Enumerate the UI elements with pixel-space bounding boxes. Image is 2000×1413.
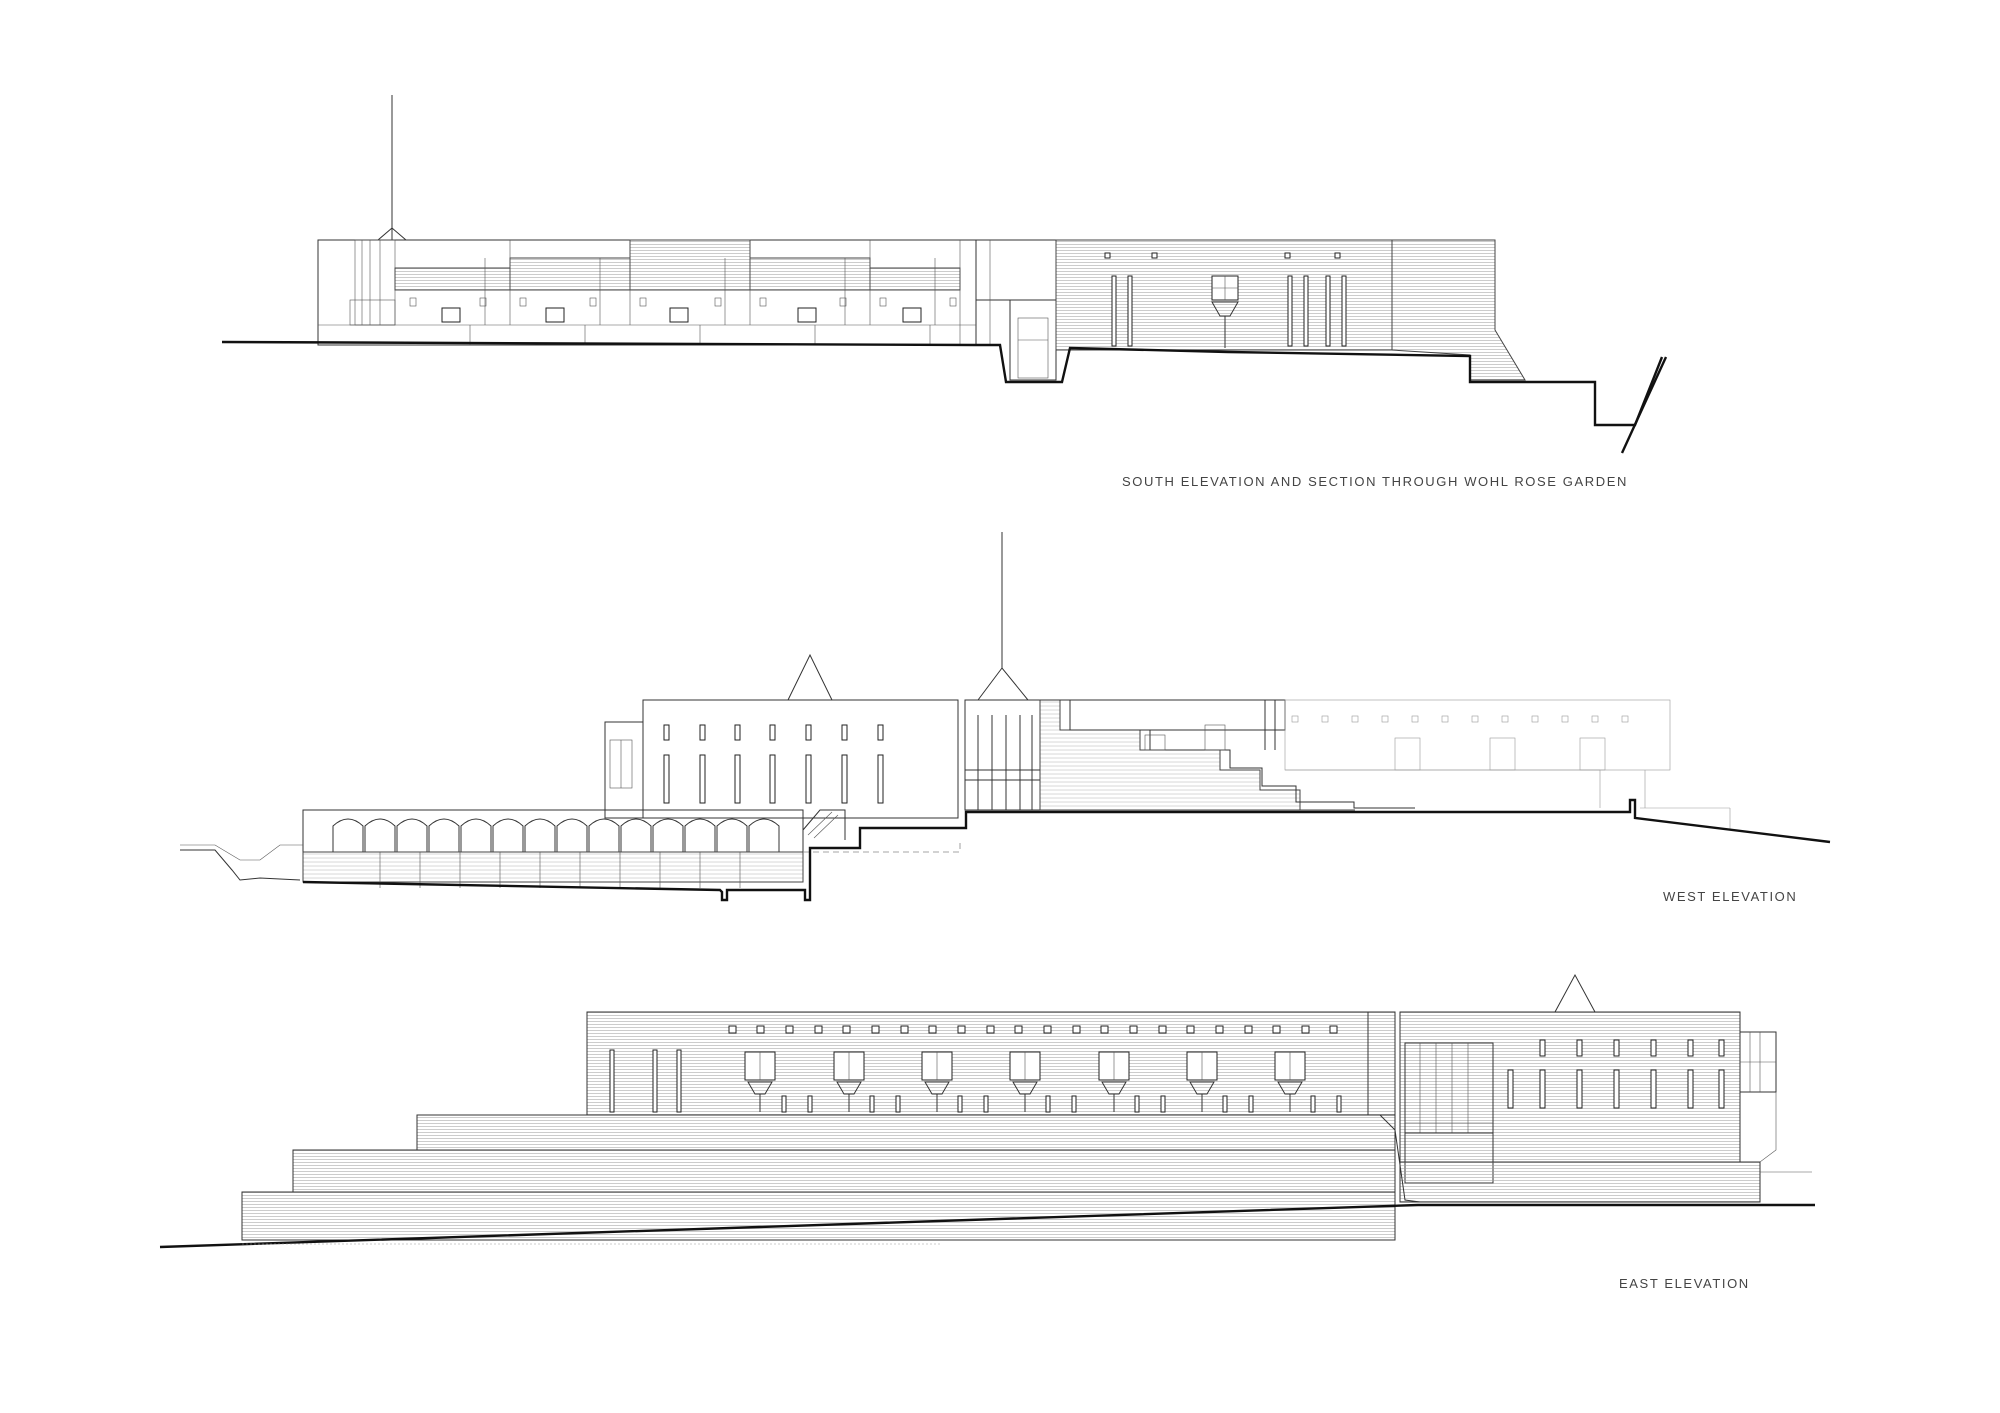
west-elevation bbox=[180, 532, 1831, 902]
south-elevation-caption: SOUTH ELEVATION AND SECTION THROUGH WOHL… bbox=[1122, 474, 1628, 489]
east-elevation-caption: EAST ELEVATION bbox=[1619, 1276, 1750, 1291]
south-elevation bbox=[221, 95, 1668, 454]
west-elevation-caption: WEST ELEVATION bbox=[1663, 889, 1798, 904]
east-elevation bbox=[159, 973, 1815, 1249]
